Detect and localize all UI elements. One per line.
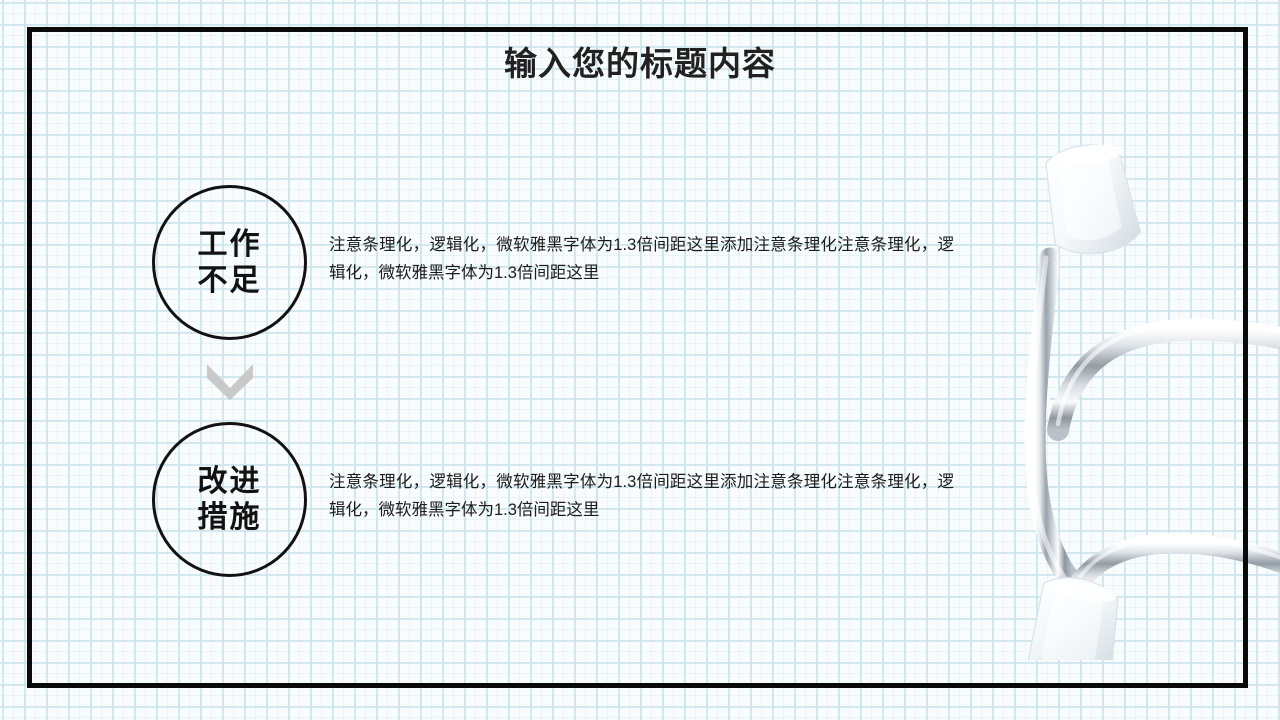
section-circle-2[interactable]: 改进 措施	[152, 422, 307, 577]
section-circle-label-1b: 不足	[197, 263, 262, 297]
section-circle-1[interactable]: 工作 不足	[152, 185, 307, 340]
section-body-2: 注意条理化，逻辑化，微软雅黑字体为1.3倍间距这里添加注意条理化注意条理化，逻辑…	[329, 473, 954, 520]
section-circle-label-2b: 措施	[197, 500, 262, 534]
page-title: 输入您的标题内容	[504, 45, 776, 82]
slide-frame-border	[27, 27, 1248, 688]
section-circle-label-1a: 工作	[197, 228, 262, 262]
section-circle-label-2a: 改进	[197, 465, 262, 499]
section-body-1: 注意条理化，逻辑化，微软雅黑字体为1.3倍间距这里添加注意条理化注意条理化，逻辑…	[329, 236, 954, 283]
chevron-down-icon	[205, 362, 255, 402]
